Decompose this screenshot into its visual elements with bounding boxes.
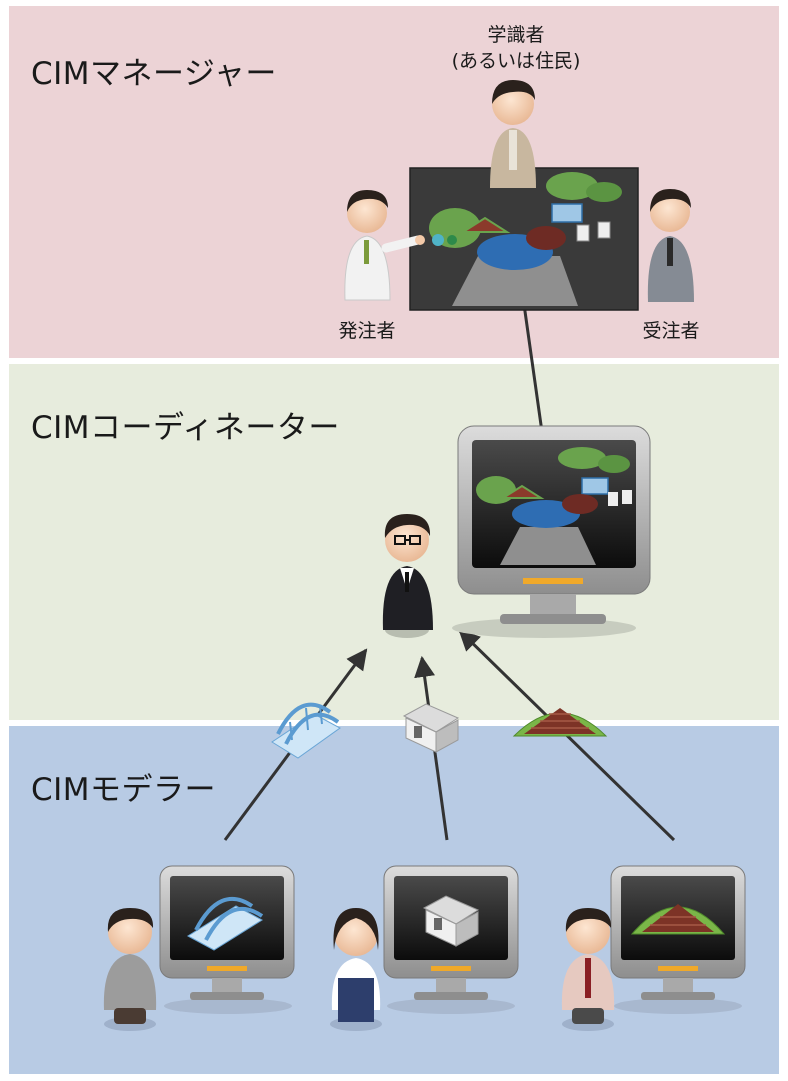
modeler-band-title: CIMモデラー: [31, 772, 217, 808]
coordinator-band-title: CIMコーディネーター: [31, 410, 340, 446]
coordinator-band: CIMコーディネーター: [9, 364, 779, 720]
monitor-icon-modeler-embankment: [610, 865, 746, 1014]
person-icon-scholar: [490, 80, 536, 188]
role-label-scholar: 学識者: [487, 24, 545, 46]
bridge-icon: [271, 702, 341, 759]
person-icon-coordinator: [382, 514, 433, 638]
monitor-icon-coordinator: [452, 425, 651, 638]
person-icon-modeler-1: [103, 908, 157, 1031]
person-icon-client: [344, 190, 425, 301]
manager-band: CIMマネージャー: [9, 6, 779, 358]
manager-band-title: CIMマネージャー: [31, 56, 277, 92]
person-icon-modeler-3: [561, 908, 615, 1031]
house-icon: [402, 703, 460, 753]
embankment-icon: [512, 708, 608, 737]
role-label-scholar-note: (あるいは住民): [451, 50, 581, 72]
person-icon-contractor: [647, 189, 694, 302]
monitor-icon-modeler-house: [383, 865, 519, 1014]
role-label-contractor: 受注者: [642, 320, 700, 342]
shared-3d-model-board: [409, 167, 639, 311]
role-label-client: 発注者: [338, 320, 396, 342]
person-icon-modeler-2: [330, 908, 382, 1031]
monitor-icon-modeler-bridge: [159, 865, 295, 1014]
